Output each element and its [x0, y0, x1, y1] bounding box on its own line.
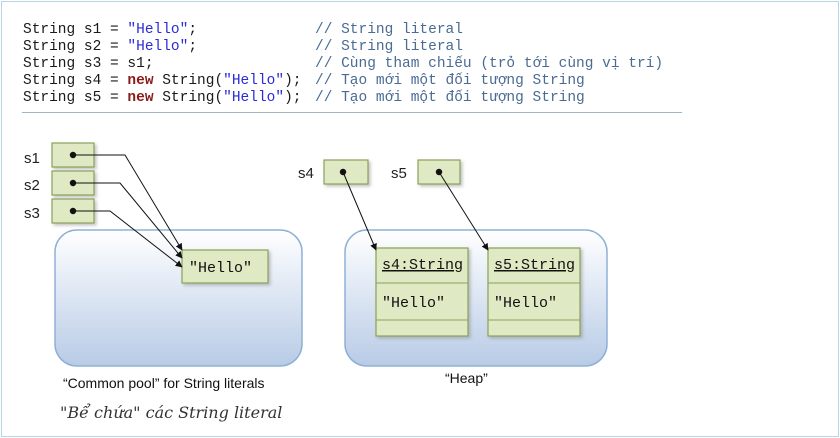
- code-text: ;: [188, 39, 198, 55]
- code-text: String s3 = s1;: [23, 56, 154, 72]
- code-text: String(: [153, 90, 224, 106]
- code-text: String s2 =: [23, 39, 128, 55]
- code-text: String s5 =: [23, 90, 128, 106]
- code-text: String(: [153, 73, 224, 89]
- heap-object-value: "Hello": [382, 295, 445, 312]
- code-text: String s1 =: [23, 22, 128, 38]
- code-separator: [22, 112, 682, 113]
- code-line: String s1 = "Hello"; // String literal: [23, 22, 663, 39]
- arrow-s1-to-pool: [73, 154, 183, 251]
- keyword: new: [127, 73, 154, 89]
- string-literal: "Hello": [223, 90, 285, 106]
- ref-label-s3: s3: [24, 205, 40, 222]
- code-line: String s2 = "Hello"; // String literal: [23, 39, 663, 56]
- arrow-s3-to-pool: [73, 210, 183, 268]
- heap-object-name: s5:String: [494, 257, 575, 274]
- code-comment: // String literal: [315, 39, 463, 55]
- heap-object-s4: s4:String "Hello": [375, 247, 469, 337]
- code-text: );: [284, 90, 302, 106]
- code-comment: // Tạo mới một đối tượng String: [315, 73, 585, 89]
- code-comment: // String literal: [315, 22, 463, 38]
- heap-object-s5: s5:String "Hello": [487, 247, 581, 337]
- string-literal: "Hello": [127, 22, 189, 38]
- pool-note: "Bể chứa" các String literal: [60, 403, 282, 422]
- arrow-s4-to-heap: [342, 171, 377, 251]
- keyword: new: [127, 90, 154, 106]
- ref-label-s5: s5: [391, 165, 407, 182]
- code-line: String s5 = new String("Hello"); // Tạo m…: [23, 90, 663, 107]
- code-block: String s1 = "Hello"; // String literal St…: [23, 22, 663, 107]
- ref-label-s1: s1: [24, 150, 40, 167]
- ref-box-s4: [323, 159, 369, 185]
- ref-label-s2: s2: [24, 177, 40, 194]
- heap-object-name: s4:String: [382, 257, 463, 274]
- string-literal: "Hello": [127, 39, 189, 55]
- ref-label-s4: s4: [298, 165, 314, 182]
- code-text: );: [284, 73, 302, 89]
- code-comment: // Tạo mới một đối tượng String: [315, 90, 585, 106]
- arrow-s5-to-heap: [438, 171, 489, 251]
- heap-object-value: "Hello": [494, 295, 557, 312]
- arrow-s2-to-pool: [73, 182, 183, 259]
- pool-string-object: "Hello": [181, 249, 269, 284]
- pool-caption: “Common pool” for String literals: [63, 375, 265, 391]
- pool-string-value: "Hello": [189, 260, 252, 277]
- code-line: String s4 = new String("Hello"); // Tạo m…: [23, 73, 663, 90]
- code-line: String s3 = s1; // Cùng tham chiếu (trỏ t…: [23, 56, 663, 73]
- code-text: ;: [188, 22, 198, 38]
- string-literal: "Hello": [223, 73, 285, 89]
- heap-caption: “Heap”: [445, 370, 488, 386]
- code-text: String s4 =: [23, 73, 128, 89]
- code-comment: // Cùng tham chiếu (trỏ tới cùng vị trí): [315, 56, 664, 72]
